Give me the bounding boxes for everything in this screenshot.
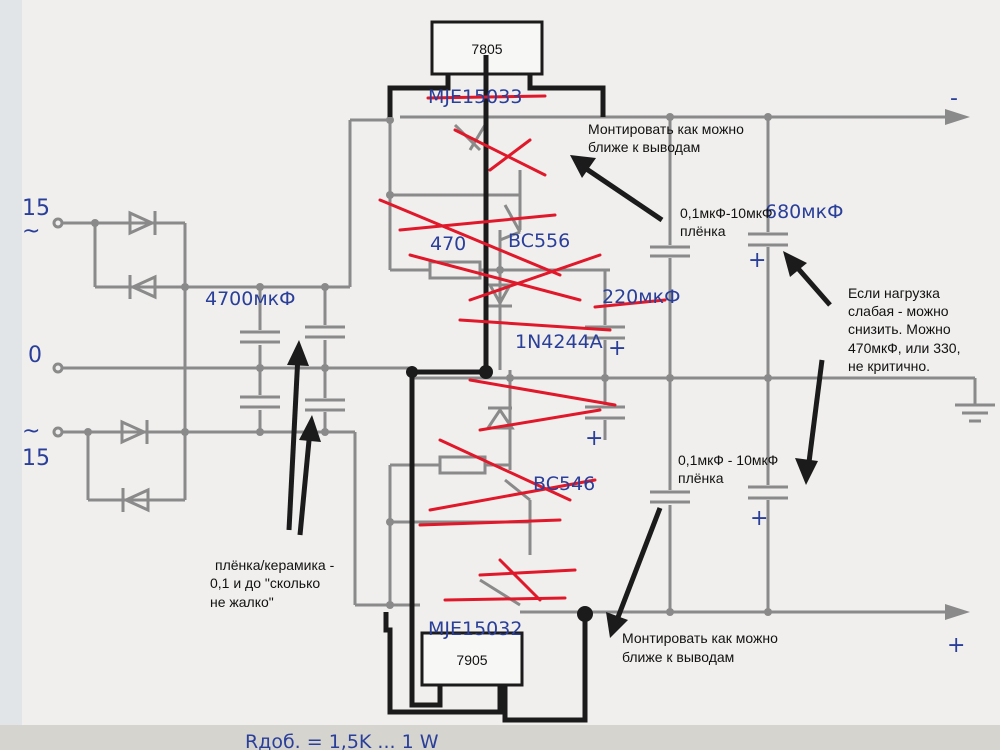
- regulator-7905-label: 7905: [456, 652, 487, 668]
- resistor-470-label: 470: [430, 233, 466, 255]
- bridge-diodes: [120, 210, 515, 513]
- note-ceramic-line2: 0,1 и до "сколько: [210, 575, 320, 591]
- ac-bottom-symbol: ~: [22, 419, 40, 444]
- ac-bottom-value: 15: [22, 446, 50, 471]
- cap-bottom-plus-sign: +: [585, 426, 603, 451]
- note-load-line3: снизить. Можно: [848, 321, 951, 337]
- marker-regulator-wiring: [383, 20, 606, 723]
- note-load-line5: не критично.: [848, 358, 930, 374]
- zero-terminal-label: 0: [28, 343, 42, 368]
- regulator-7905-box: [420, 631, 524, 687]
- pencil-junctions: [84, 113, 772, 616]
- annotation-arrows: [286, 155, 832, 638]
- ac-top-value: 15: [22, 196, 50, 221]
- cap-680-plus-sign: +: [748, 248, 766, 273]
- ac-top-symbol: ~: [22, 219, 40, 244]
- capacitor-symbols: [240, 232, 788, 504]
- cap-4700-label: 4700мкФ: [205, 288, 296, 310]
- cap-bottom-right-plus-sign: +: [750, 506, 768, 531]
- note-load-line2: слабая - можно: [848, 303, 949, 319]
- note-mount-bottom-line1: Монтировать как можно: [622, 630, 778, 646]
- resistor-bottom: [438, 455, 487, 475]
- note-film-top-line1: 0,1мкФ-10мкФ: [680, 205, 772, 221]
- note-load-line1: Если нагрузка: [848, 285, 940, 301]
- note-mount-top-line1: Монтировать как можно: [588, 121, 744, 137]
- output-minus-arrow-icon: [945, 109, 970, 125]
- output-minus-label: -: [950, 86, 958, 111]
- marker-junctions: [406, 365, 593, 622]
- cap-220-plus-sign: +: [608, 336, 626, 361]
- regulator-7805-label: 7805: [471, 41, 502, 57]
- transistor-bottom-driver-label: BC546: [533, 473, 595, 495]
- transistor-top-power-label: MJE15033: [428, 86, 522, 108]
- input-terminals: [52, 217, 64, 438]
- note-ceramic-line1: плёнка/керамика -: [215, 557, 335, 573]
- footer-formula: Rдоб. = 1,5K ... 1 W: [245, 731, 439, 750]
- transistor-top-driver-label: BC556: [508, 230, 570, 252]
- note-film-top-line2: плёнка: [680, 223, 726, 239]
- resistor-470: [428, 260, 482, 280]
- note-mount-bottom-line2: ближе к выводам: [622, 649, 734, 665]
- red-strikeouts: [378, 94, 667, 602]
- note-film-bottom-line1: 0,1мкФ - 10мкФ: [678, 452, 778, 468]
- cap-680-label: 680мкФ: [765, 201, 843, 223]
- note-ceramic-line3: не жалко": [210, 594, 274, 610]
- output-plus-label: +: [947, 633, 965, 658]
- cap-220-label: 220мкФ: [602, 286, 680, 308]
- diode-label: 1N4244A: [515, 331, 603, 353]
- output-plus-arrow-icon: [945, 604, 970, 620]
- paper-bottom-strip: [0, 725, 1000, 750]
- note-load-line4: 470мкФ, или 330,: [848, 340, 960, 356]
- transistor-bottom-power-label: MJE15032: [428, 618, 522, 640]
- note-film-bottom-line2: плёнка: [678, 470, 724, 486]
- paper-left-margin: [0, 0, 22, 750]
- note-mount-top-line2: ближе к выводам: [588, 139, 700, 155]
- pencil-wiring: [62, 115, 995, 614]
